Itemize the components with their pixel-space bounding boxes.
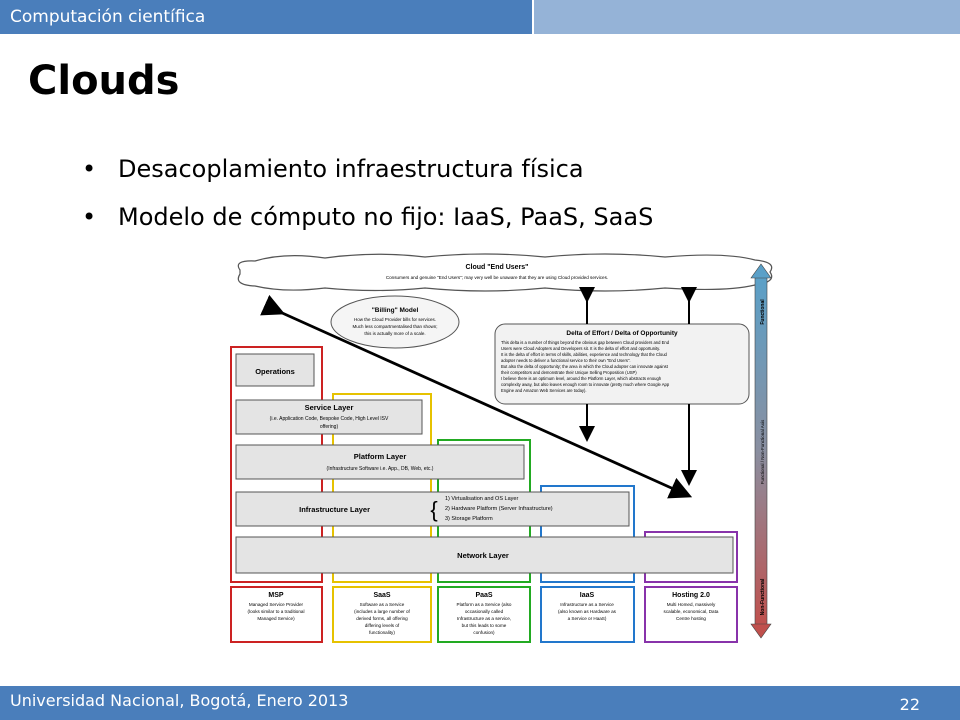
svg-text:offering): offering) <box>320 424 339 430</box>
billing-title: "Billing" Model <box>372 307 419 314</box>
bullet-list: •Desacoplamiento infraestructura física … <box>82 152 653 248</box>
svg-text:Users were Cloud Adopters and: Users were Cloud Adopters and Developers… <box>501 346 660 351</box>
cloud-layers-diagram: Cloud "End Users" Consumers and genuine … <box>230 253 773 643</box>
svg-text:confusion): confusion) <box>473 630 495 635</box>
page-number: 22 <box>899 695 920 714</box>
svg-text:Infrastructure as a Service: Infrastructure as a Service <box>560 602 614 607</box>
svg-text:derived forms, all offering: derived forms, all offering <box>356 616 408 621</box>
svg-text:Centre hosting: Centre hosting <box>676 616 706 621</box>
svg-text:Service Layer: Service Layer <box>305 403 354 412</box>
svg-text:Network Layer: Network Layer <box>457 551 509 560</box>
slide-title: Clouds <box>28 58 180 104</box>
bullet-item: •Desacoplamiento infraestructura física <box>82 152 653 200</box>
model-msp: MSP Managed Service Provider (looks simi… <box>230 586 323 643</box>
header-bar-accent <box>534 0 960 34</box>
delta-title: Delta of Effort / Delta of Opportunity <box>566 330 678 337</box>
svg-text:Engine and Amazon Web Services: Engine and Amazon Web Services are today… <box>501 388 587 393</box>
footer-bar: Universidad Nacional, Bogotá, Enero 2013… <box>0 686 960 720</box>
svg-text:differing levels of: differing levels of <box>365 623 400 628</box>
cloud-subtitle: Consumers and genuine "End Users"; may v… <box>386 275 608 280</box>
svg-text:complexity away, but also leav: complexity away, but also leaves enough … <box>501 382 670 387</box>
svg-text:Infrastructure as a service,: Infrastructure as a service, <box>457 616 511 621</box>
model-hosting: Hosting 2.0 Multi Homed, massively scala… <box>644 586 738 643</box>
bullet-item: •Modelo de cómputo no fijo: IaaS, PaaS, … <box>82 200 653 248</box>
svg-text:SaaS: SaaS <box>373 592 390 599</box>
platform-layer: Platform Layer (Infrastructure Software … <box>235 444 525 480</box>
svg-text:2) Hardware Platform (Server I: 2) Hardware Platform (Server Infrastruct… <box>445 506 553 512</box>
svg-text:occasionally called: occasionally called <box>465 609 504 614</box>
svg-text:Software as a Service: Software as a Service <box>360 602 405 607</box>
svg-text:but this leads to some: but this leads to some <box>462 623 507 628</box>
model-saas: SaaS Software as a Service (includes a l… <box>332 586 432 643</box>
svg-text:MSP: MSP <box>268 592 284 599</box>
svg-text:But also the delta of opportun: But also the delta of opportunity; the a… <box>501 364 669 369</box>
svg-text:(Infrastructure Software i.e.: (Infrastructure Software i.e. App., DB, … <box>327 466 434 472</box>
header-bar: Computación científica <box>0 0 532 34</box>
svg-text:scalable, economical, Data: scalable, economical, Data <box>664 609 719 614</box>
svg-text:1) Virtualisation and OS Layer: 1) Virtualisation and OS Layer <box>445 496 518 502</box>
delta-box: Delta of Effort / Delta of Opportunity T… <box>494 323 750 405</box>
svg-text:Managed Service): Managed Service) <box>257 616 295 621</box>
cloud-title: Cloud "End Users" <box>465 264 528 271</box>
bullet-icon: • <box>82 155 97 183</box>
svg-text:It is the delta of effort in t: It is the delta of effort in terms of sk… <box>501 352 668 357</box>
svg-text:a Service or HaaS): a Service or HaaS) <box>568 616 607 621</box>
svg-text:Functional: Functional <box>760 299 766 325</box>
svg-text:I believe there is an optimum: I believe there is an optimum level, aro… <box>501 376 662 381</box>
svg-text:PaaS: PaaS <box>475 592 492 599</box>
model-iaas: IaaS Infrastructure as a Service (also k… <box>540 586 635 643</box>
cloud-end-users: Cloud "End Users" Consumers and genuine … <box>237 253 773 292</box>
infrastructure-layer: Infrastructure Layer { 1) Virtualisation… <box>235 491 630 527</box>
billing-scale-arrow <box>260 294 693 499</box>
course-title: Computación científica <box>10 7 206 27</box>
svg-text:Much less compartmentalised th: Much less compartmentalised than shown; <box>352 324 437 329</box>
service-layer: Service Layer (i.e. Application Code, Be… <box>235 399 423 435</box>
svg-text:Functional / Non-Functional Ax: Functional / Non-Functional Axis <box>760 419 765 484</box>
operations-layer: Operations <box>235 353 315 387</box>
network-layer: Network Layer <box>235 536 734 574</box>
svg-text:adopter needs to deliver a fun: adopter needs to deliver a functional se… <box>501 358 631 363</box>
model-paas: PaaS Platform as a Service (also occasio… <box>437 586 531 643</box>
functional-axis: Functional Functional / Non-Functional A… <box>750 263 772 639</box>
svg-text:functionality): functionality) <box>369 630 395 635</box>
svg-text:Infrastructure Layer: Infrastructure Layer <box>299 505 370 514</box>
billing-model: "Billing" Model How the Cloud Provider b… <box>330 295 460 349</box>
svg-text:(i.e. Application Code, Bespok: (i.e. Application Code, Bespoke Code, Hi… <box>270 416 389 422</box>
footer-text: Universidad Nacional, Bogotá, Enero 2013 <box>10 691 349 710</box>
svg-text:Platform as a Service (also: Platform as a Service (also <box>457 602 512 607</box>
svg-text:IaaS: IaaS <box>580 592 595 599</box>
svg-text:Managed Service Provider: Managed Service Provider <box>249 602 304 607</box>
svg-text:(includes a large number of: (includes a large number of <box>354 609 410 614</box>
svg-text:Platform Layer: Platform Layer <box>354 452 407 461</box>
svg-text:(also known as Hardware as: (also known as Hardware as <box>558 609 617 614</box>
svg-text:3) Storage Platform: 3) Storage Platform <box>445 516 493 522</box>
svg-text:this is actually more of a sca: this is actually more of a scale. <box>364 331 425 336</box>
brace-icon: { <box>430 497 437 522</box>
svg-text:Operations: Operations <box>255 367 295 376</box>
bullet-icon: • <box>82 203 97 231</box>
svg-text:(looks similar to a traditiona: (looks similar to a traditional <box>248 609 305 614</box>
svg-text:This delta is a number of thin: This delta is a number of things beyond … <box>501 340 670 345</box>
svg-text:How the Cloud Provider bills f: How the Cloud Provider bills for service… <box>354 317 436 322</box>
svg-text:Non-Functional: Non-Functional <box>760 578 766 615</box>
svg-text:their competitors and demonstr: their competitors and demonstrate their … <box>501 370 637 375</box>
svg-text:Hosting 2.0: Hosting 2.0 <box>672 592 710 599</box>
svg-text:Multi Homed, massively: Multi Homed, massively <box>667 602 716 607</box>
